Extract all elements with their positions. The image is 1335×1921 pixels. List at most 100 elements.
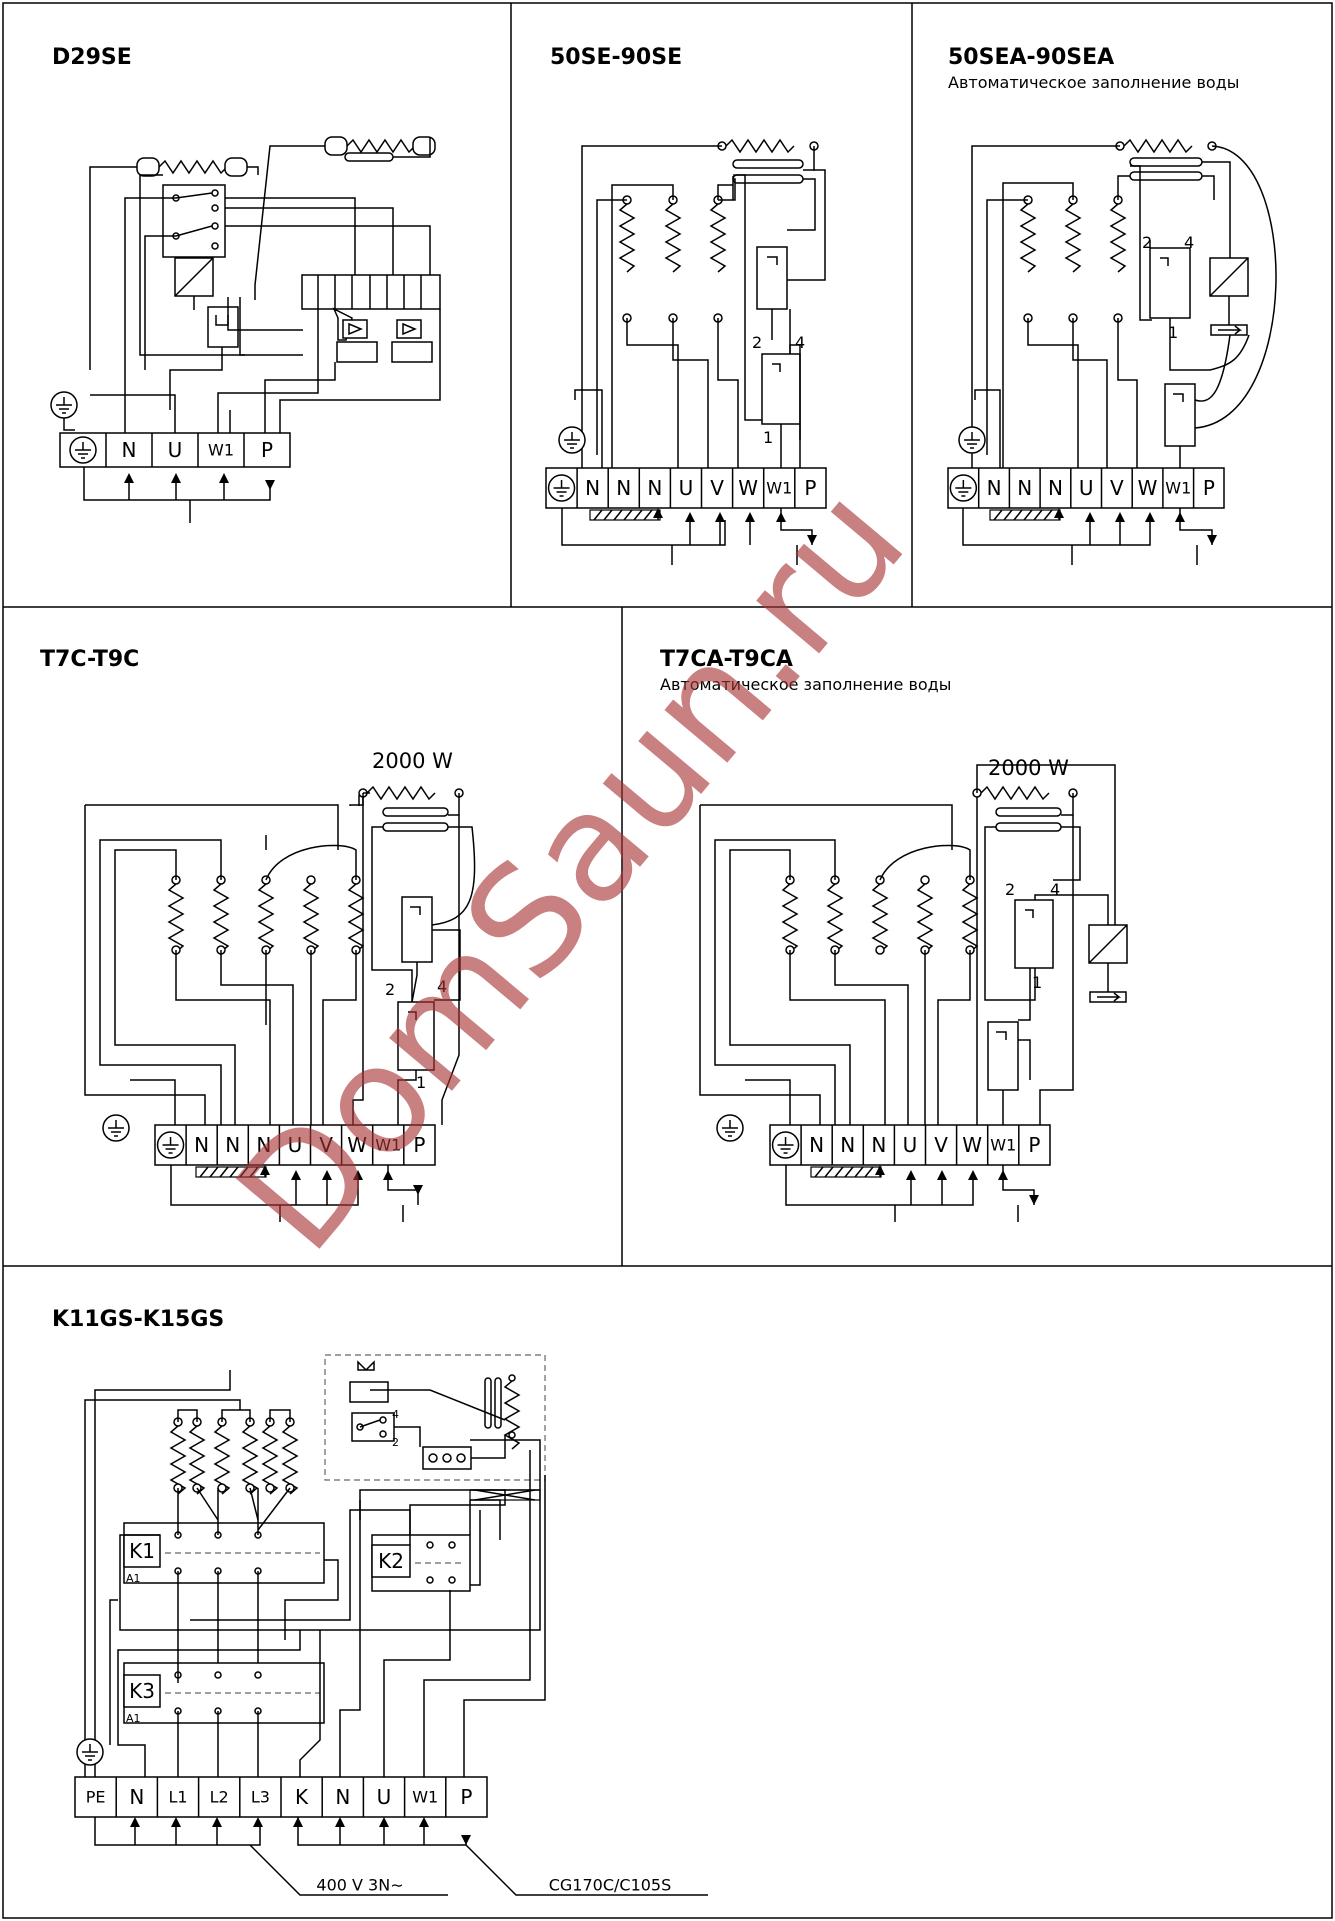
- bridge-and-arrows: [962, 508, 1217, 565]
- terminal-label-u: U: [377, 1785, 392, 1809]
- thermostat: [756, 246, 788, 310]
- terminal-label-p: P: [804, 476, 816, 500]
- terminal-ground-icon: [156, 1131, 185, 1159]
- terminal-label-n: N: [585, 476, 600, 500]
- panel-50sea-90sea: 50SEA-90SEA Автоматическое заполнение во…: [947, 45, 1277, 565]
- solenoid-valve: [1209, 257, 1249, 336]
- wires: [84, 1370, 546, 1777]
- level-switch: 2 4 1: [1005, 880, 1060, 992]
- heating-elements: [168, 875, 364, 955]
- terminal-label-n: N: [987, 476, 1002, 500]
- terminal-label-w1: W1: [1165, 479, 1191, 498]
- level-switch: 4 2: [351, 1408, 399, 1449]
- pin-2-label: 2: [385, 980, 395, 999]
- terminal-label-v: V: [934, 1133, 948, 1157]
- pin-1-label: 1: [1032, 973, 1042, 992]
- supply-arrows: [83, 467, 275, 523]
- panel-title: 50SE-90SE: [550, 45, 682, 70]
- terminal-label-n: N: [335, 1785, 350, 1809]
- terminal-label-n: N: [256, 1133, 271, 1157]
- terminal-label-v: V: [319, 1133, 333, 1157]
- k1-label: K1: [129, 1539, 155, 1563]
- relay-block: [162, 184, 226, 258]
- terminal-label-u: U: [679, 476, 694, 500]
- terminal-label-l2: L2: [210, 1788, 229, 1807]
- terminal-label-n: N: [616, 476, 631, 500]
- terminal-label-w1: W1: [766, 479, 792, 498]
- bridge-and-arrows: [561, 508, 817, 565]
- thermostat-probe: [344, 137, 431, 162]
- pin-1-label: 1: [763, 428, 773, 447]
- wires: [971, 145, 1277, 468]
- ground-symbol: [558, 426, 586, 454]
- power-label: 2000 W: [372, 749, 453, 773]
- terminal-label-p: P: [460, 1785, 472, 1809]
- terminal-label-n: N: [225, 1133, 240, 1157]
- panel-50se-90se: 50SE-90SE 2 4 1: [545, 45, 827, 565]
- heating-elements: [619, 195, 726, 323]
- terminal-label-p: P: [1028, 1133, 1040, 1157]
- terminal-label-w1: W1: [208, 441, 234, 460]
- terminal-ground-icon: [547, 474, 576, 502]
- supply-voltage-label: 400 V 3N∼: [316, 1876, 403, 1895]
- panel-title: T7C-T9C: [40, 647, 139, 672]
- ground-symbol: [50, 391, 78, 431]
- pin-2-label: 2: [1005, 880, 1015, 899]
- panel-title: K11GS-K15GS: [52, 1307, 224, 1332]
- terminal-label-n: N: [1048, 476, 1063, 500]
- pin-4-label: 4: [392, 1408, 399, 1421]
- heating-elements: [782, 875, 978, 955]
- terminal-label-w: W: [347, 1133, 367, 1157]
- relay-contacts: [422, 1446, 472, 1470]
- terminal-label-l1: L1: [168, 1788, 187, 1807]
- terminal-label-p: P: [413, 1133, 425, 1157]
- panel-title: T7CA-T9CA: [660, 647, 793, 672]
- thermostat: [401, 896, 433, 963]
- coil: [174, 257, 214, 297]
- wires: [699, 764, 1116, 1125]
- k3-label: K3: [129, 1679, 155, 1703]
- panel-k11gs-k15gs: K11GS-K15GS 4 2: [52, 1307, 708, 1896]
- terminal-label-n: N: [194, 1133, 209, 1157]
- terminal-strip-top: [301, 274, 441, 310]
- terminal-label-w1: W1: [375, 1136, 401, 1155]
- terminal-label-n: N: [840, 1133, 855, 1157]
- ground-symbol: [76, 1738, 104, 1766]
- pin-4-label: 4: [437, 977, 447, 996]
- level-switch: 2 4 1: [1142, 233, 1194, 342]
- k2-label: K2: [378, 1549, 404, 1573]
- terminal-label-pe: PE: [86, 1788, 106, 1807]
- heater-element: [136, 136, 436, 177]
- pin-4-label: 4: [795, 333, 805, 352]
- panel-title: D29SE: [52, 45, 132, 70]
- power-label: 2000 W: [988, 756, 1069, 780]
- thermostat-element: [484, 1374, 520, 1450]
- terminal-label-u: U: [1079, 476, 1094, 500]
- terminal-label-n: N: [1017, 476, 1032, 500]
- supply-arrows: [94, 1817, 708, 1896]
- terminal-label-u: U: [168, 438, 183, 462]
- terminal-label-u: U: [903, 1133, 918, 1157]
- thermostat-switch: [207, 306, 239, 348]
- terminal-label-v: V: [710, 476, 724, 500]
- terminal-label-w: W: [1138, 476, 1158, 500]
- solenoid: [349, 1360, 389, 1403]
- wires: [84, 792, 476, 1125]
- terminal-label-w: W: [962, 1133, 982, 1157]
- panel-subtitle: Автоматическое заполнение воды: [660, 675, 951, 694]
- pin-1-label: 1: [1168, 323, 1178, 342]
- panel-subtitle: Автоматическое заполнение воды: [948, 73, 1239, 92]
- control-unit-label: CG170C/C105S: [549, 1876, 672, 1895]
- control-box-outline: [324, 1354, 546, 1481]
- overheat-limiter: 2 4 1: [385, 977, 447, 1092]
- k3-a1-label: A1: [126, 1712, 141, 1725]
- terminal-label-n: N: [129, 1785, 144, 1809]
- bridge-and-arrows: [170, 1165, 423, 1222]
- panel-title: 50SEA-90SEA: [948, 45, 1114, 70]
